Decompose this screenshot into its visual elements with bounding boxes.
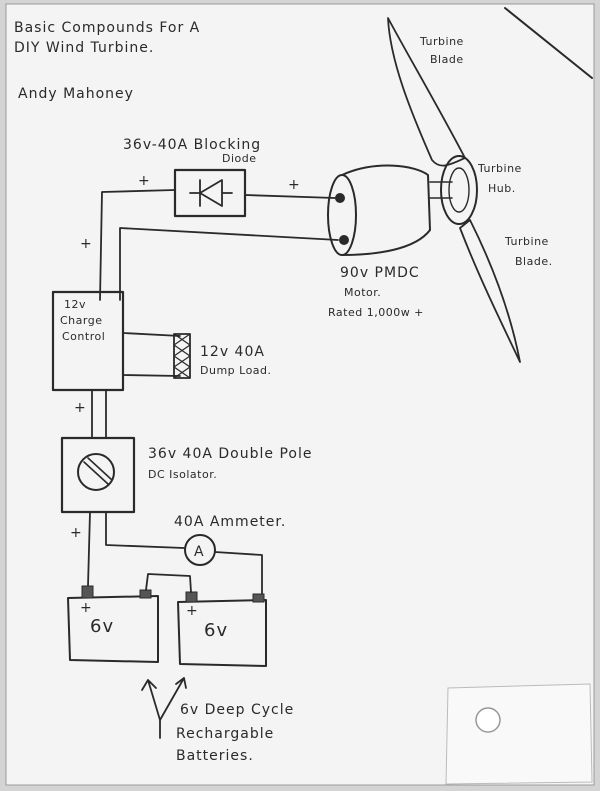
author-name: Andy Mahoney	[18, 86, 134, 102]
label-batteries-2: Rechargable	[176, 726, 274, 742]
dump-load-zigzag	[173, 333, 191, 379]
charge-controller	[51, 290, 125, 392]
battery-right-terminal-negative	[252, 593, 265, 603]
plus-controller-input: +	[80, 236, 93, 252]
motor-terminal-negative	[339, 235, 349, 245]
label-controller-2: Charge	[60, 314, 102, 327]
paper	[5, 3, 595, 786]
wire-motor-to-controller	[119, 227, 339, 301]
ammeter-symbol: A	[194, 544, 205, 560]
wire-diode-to-controller	[99, 189, 176, 301]
label-diode-1: 36v-40A Blocking	[123, 137, 261, 153]
wire-dump-load	[122, 332, 181, 377]
label-batteries-1: 6v Deep Cycle	[180, 702, 294, 718]
ammeter	[184, 534, 216, 566]
battery-left	[67, 595, 159, 663]
battery-right	[177, 599, 267, 667]
label-turbine-hub-2: Hub.	[488, 182, 516, 195]
label-turbine-blade-bottom-2: Blade.	[515, 255, 553, 268]
battery-right-plus: +	[186, 603, 199, 619]
motor-body	[341, 164, 431, 256]
label-dump-load-2: Dump Load.	[200, 364, 272, 377]
wire-diode-to-motor	[244, 194, 336, 199]
sleeve-corner	[445, 683, 593, 785]
label-turbine-blade-bottom-1: Turbine	[504, 235, 549, 248]
label-turbine-blade-top-1: Turbine	[419, 35, 464, 48]
blocking-diode	[173, 168, 247, 218]
label-dump-load-1: 12v 40A	[200, 344, 265, 360]
arrow-to-battery-left	[141, 679, 161, 721]
label-isolator-1: 36v 40A Double Pole	[148, 446, 312, 462]
turbine-blade-bottom	[459, 219, 521, 363]
plus-diode-left: +	[138, 173, 151, 189]
motor-terminal-positive	[335, 193, 345, 203]
plus-isolator-input: +	[74, 400, 87, 416]
label-turbine-hub-1: Turbine	[477, 162, 522, 175]
arrow-to-battery-right	[159, 677, 187, 721]
label-ammeter: 40A Ammeter.	[174, 514, 286, 530]
label-diode-2: Diode	[222, 152, 257, 165]
dc-isolator	[60, 436, 136, 514]
label-controller-1: 12v	[64, 298, 86, 311]
turbine-shaft	[429, 181, 453, 199]
label-battery-left: 6v	[90, 616, 114, 637]
paper-fold-edge	[504, 7, 593, 79]
label-batteries-3: Batteries.	[176, 748, 254, 764]
label-turbine-blade-top-2: Blade	[430, 53, 464, 66]
turbine-hub	[440, 155, 478, 225]
diode-symbol	[189, 179, 233, 207]
turbine-hub-inner	[448, 167, 470, 213]
wire-ammeter-to-battery	[214, 551, 263, 596]
isolator-switch-slot	[83, 457, 113, 485]
wire-battery-series-link	[145, 573, 192, 593]
label-motor-2: Motor.	[344, 286, 381, 299]
plus-diode-right: +	[288, 177, 301, 193]
wire-isolator-to-ammeter	[105, 511, 185, 549]
isolator-switch	[77, 453, 115, 491]
title-line-1: Basic Compounds For A	[14, 20, 200, 36]
label-isolator-2: DC Isolator.	[148, 468, 217, 481]
label-controller-3: Control	[62, 330, 105, 343]
label-battery-right: 6v	[204, 620, 228, 641]
battery-left-terminal-negative	[139, 589, 152, 599]
battery-right-terminal-positive	[185, 591, 198, 603]
punch-hole	[475, 707, 501, 733]
battery-left-terminal-positive	[81, 585, 94, 599]
label-motor-1: 90v PMDC	[340, 265, 420, 281]
title-line-2: DIY Wind Turbine.	[14, 40, 154, 56]
label-motor-3: Rated 1,000w +	[328, 306, 424, 319]
wire-controller-to-isolator	[91, 389, 107, 439]
plus-battery-input: +	[70, 525, 83, 541]
wire-isolator-to-battery-positive	[87, 511, 91, 587]
battery-left-plus: +	[80, 600, 93, 616]
